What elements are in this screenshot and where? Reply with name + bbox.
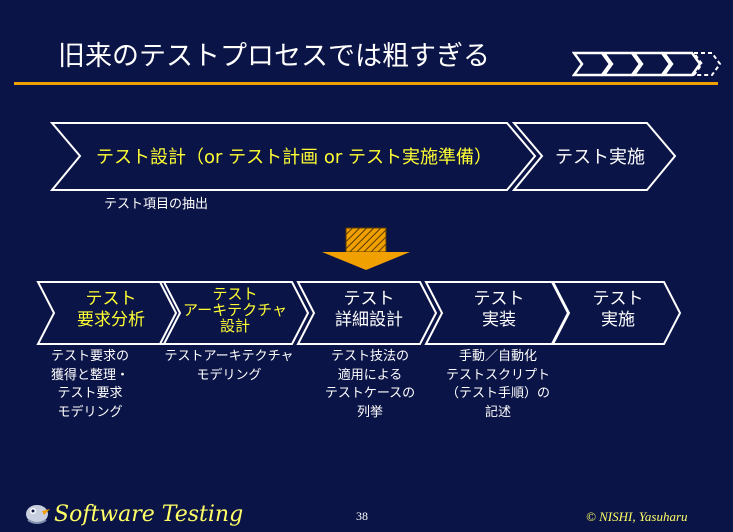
step-label-implementation: テスト 実装	[444, 289, 554, 331]
step-label-line: テスト	[85, 289, 137, 309]
step-desc-architecture: テストアーキテクチャ モデリング	[148, 348, 310, 385]
title-underline	[14, 82, 718, 85]
desc-line: 手動／自動化	[458, 349, 537, 364]
desc-line: 獲得と整理・	[50, 367, 129, 383]
step-label-line: 詳細設計	[335, 310, 403, 330]
step-label-architecture: テスト アーキテクチャ 設計	[176, 286, 294, 334]
step-desc-requirements: テスト要求の 獲得と整理・ テスト要求 モデリング	[30, 348, 150, 422]
step-label-execution: テスト 実施	[568, 289, 668, 331]
step-label-line: 実装	[482, 310, 516, 330]
step-desc-implementation: 手動／自動化 テストスクリプト （テスト手順）の 記述	[432, 348, 564, 422]
desc-line: モデリング	[196, 367, 262, 383]
desc-line: テストスクリプト	[445, 367, 550, 383]
desc-line: モデリング	[57, 404, 123, 420]
step-label-line: アーキテクチャ	[183, 301, 287, 319]
desc-line: テスト要求の	[50, 349, 129, 364]
copyright: © NISHI, Yasuharu	[586, 509, 688, 524]
step-chevron-3	[296, 281, 438, 345]
step-label-line: テスト	[212, 285, 258, 303]
bird-logo-icon	[26, 505, 50, 524]
desc-line: テスト要求	[57, 386, 123, 401]
step-label-line: テスト	[473, 289, 525, 309]
footer-brand: Software Testing	[54, 502, 244, 527]
page-title: 旧来のテストプロセスでは粗すぎる	[58, 41, 490, 72]
chevron-progress-icon	[572, 51, 722, 77]
down-arrow-icon	[322, 227, 410, 270]
desc-line: テストアーキテクチャ	[164, 349, 294, 364]
desc-line: 記述	[484, 404, 511, 420]
step-label-line: テスト	[343, 289, 395, 309]
step-label-line: 実施	[601, 310, 635, 330]
extraction-note: テスト項目の抽出	[104, 197, 209, 212]
step-chevron-2	[158, 281, 310, 345]
step-label-detail-design: テスト 詳細設計	[316, 289, 422, 331]
step-label-line: テスト	[592, 289, 644, 309]
step-label-line: 要求分析	[77, 310, 145, 330]
desc-line: 適用による	[337, 367, 403, 383]
step-chevron-5	[551, 281, 682, 345]
design-phase-label: テスト設計（or テスト計画 or テスト実施準備）	[96, 147, 492, 168]
step-desc-detail-design: テスト技法の 適用による テストケースの 列挙	[308, 348, 432, 422]
step-label-requirements: テスト 要求分析	[56, 289, 166, 331]
desc-line: 列挙	[356, 404, 383, 420]
step-label-line: 設計	[219, 317, 250, 335]
exec-phase-label: テスト実施	[555, 147, 645, 168]
desc-line: （テスト手順）の	[445, 386, 550, 401]
exec-phase-chevron	[511, 122, 677, 191]
page-number: 38	[356, 509, 368, 523]
desc-line: テスト技法の	[330, 349, 409, 364]
desc-line: テストケースの	[324, 386, 416, 401]
design-phase-chevron	[49, 122, 537, 191]
